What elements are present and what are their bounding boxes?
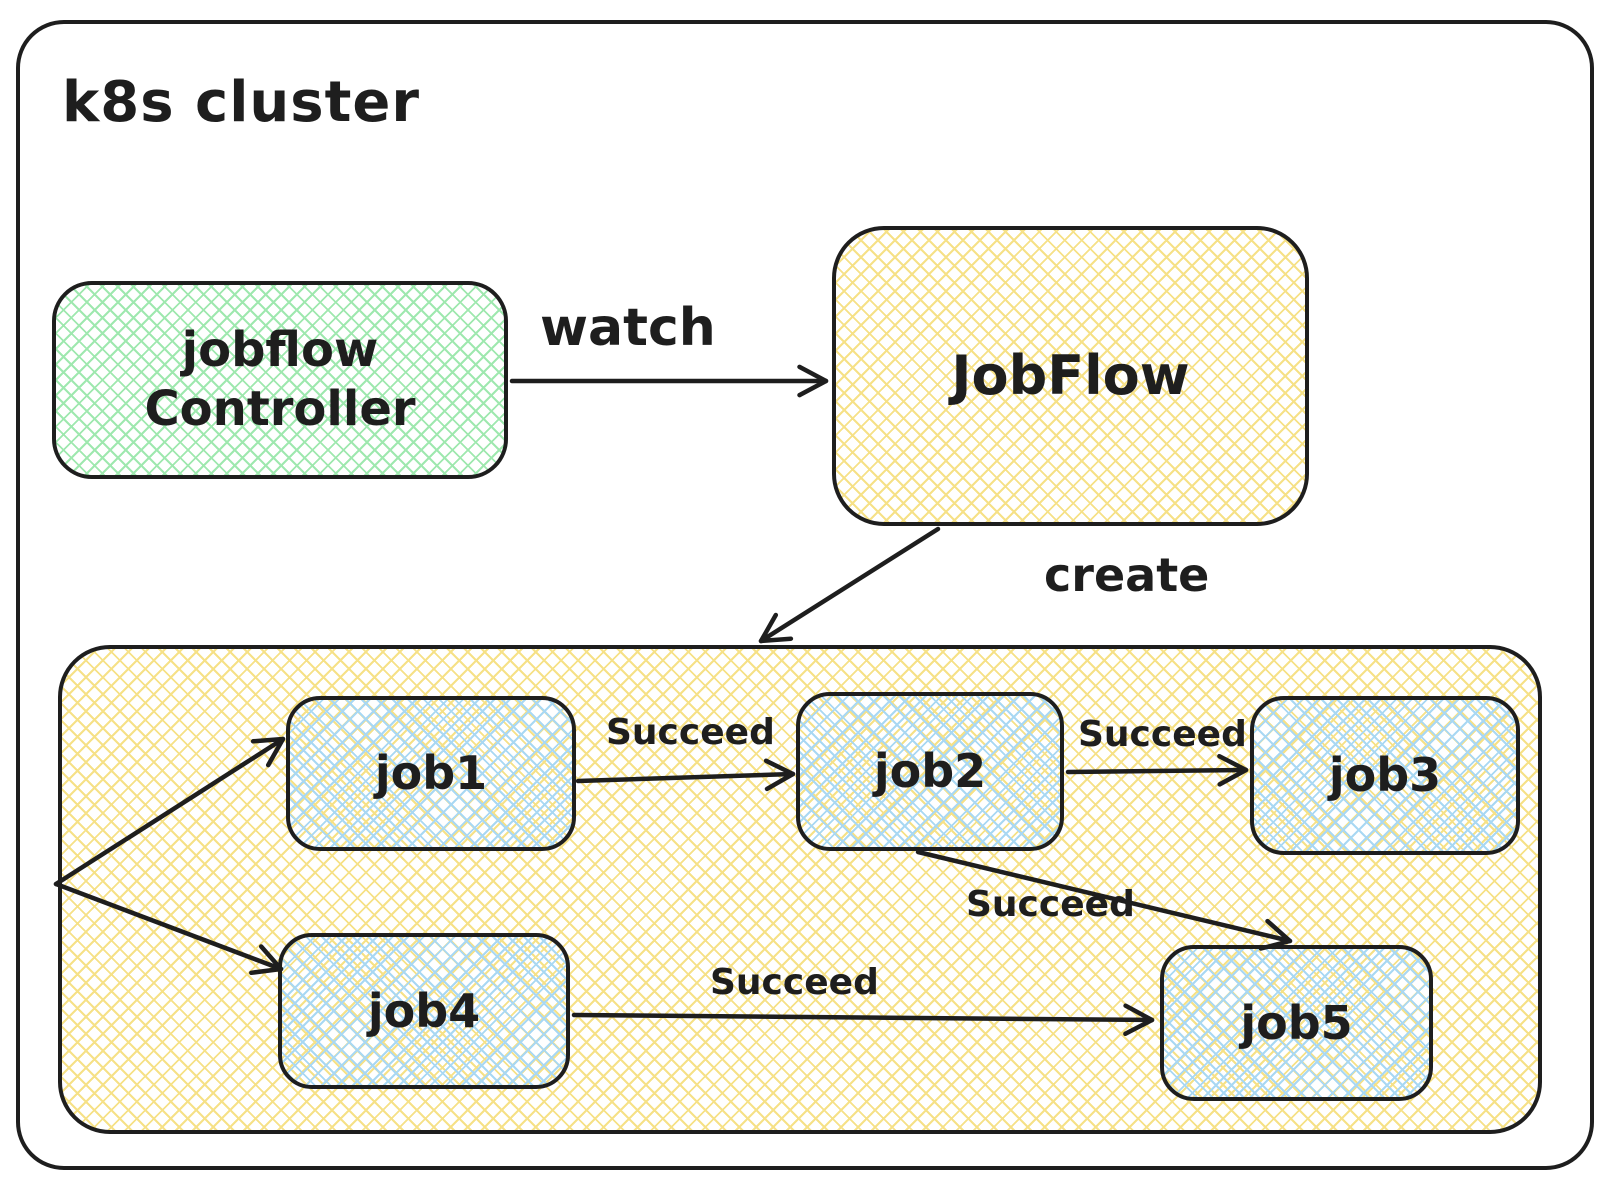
node-job5: job5: [1160, 945, 1433, 1101]
edge-label-job1-to-job2-succeed: Succeed: [606, 712, 775, 753]
node-job1-label: job1: [374, 746, 488, 801]
node-job4: job4: [278, 933, 570, 1089]
node-jobflow-controller: jobflow Controller: [52, 281, 508, 479]
edge-label-job2-to-job3-succeed: Succeed: [1078, 714, 1247, 755]
k8s-cluster-boundary: [16, 20, 1594, 1170]
node-jobflow: JobFlow: [832, 226, 1309, 526]
node-job5-label: job5: [1240, 995, 1353, 1050]
node-job1: job1: [286, 696, 576, 851]
edge-label-job4-to-job5-succeed: Succeed: [710, 962, 879, 1003]
node-job2: job2: [796, 692, 1064, 851]
edge-label-watch: watch: [540, 298, 716, 358]
edge-label-create: create: [1044, 548, 1210, 602]
node-job2-label: job2: [873, 744, 987, 799]
k8s-cluster-title: k8s cluster: [62, 70, 420, 135]
node-job4-label: job4: [367, 983, 481, 1038]
node-jobflow-controller-label: jobflow Controller: [144, 322, 416, 437]
edge-label-job2-to-job5-succeed: Succeed: [966, 884, 1135, 925]
node-job3: job3: [1250, 696, 1520, 855]
node-jobflow-label: JobFlow: [951, 344, 1190, 408]
node-job3-label: job3: [1328, 748, 1442, 803]
